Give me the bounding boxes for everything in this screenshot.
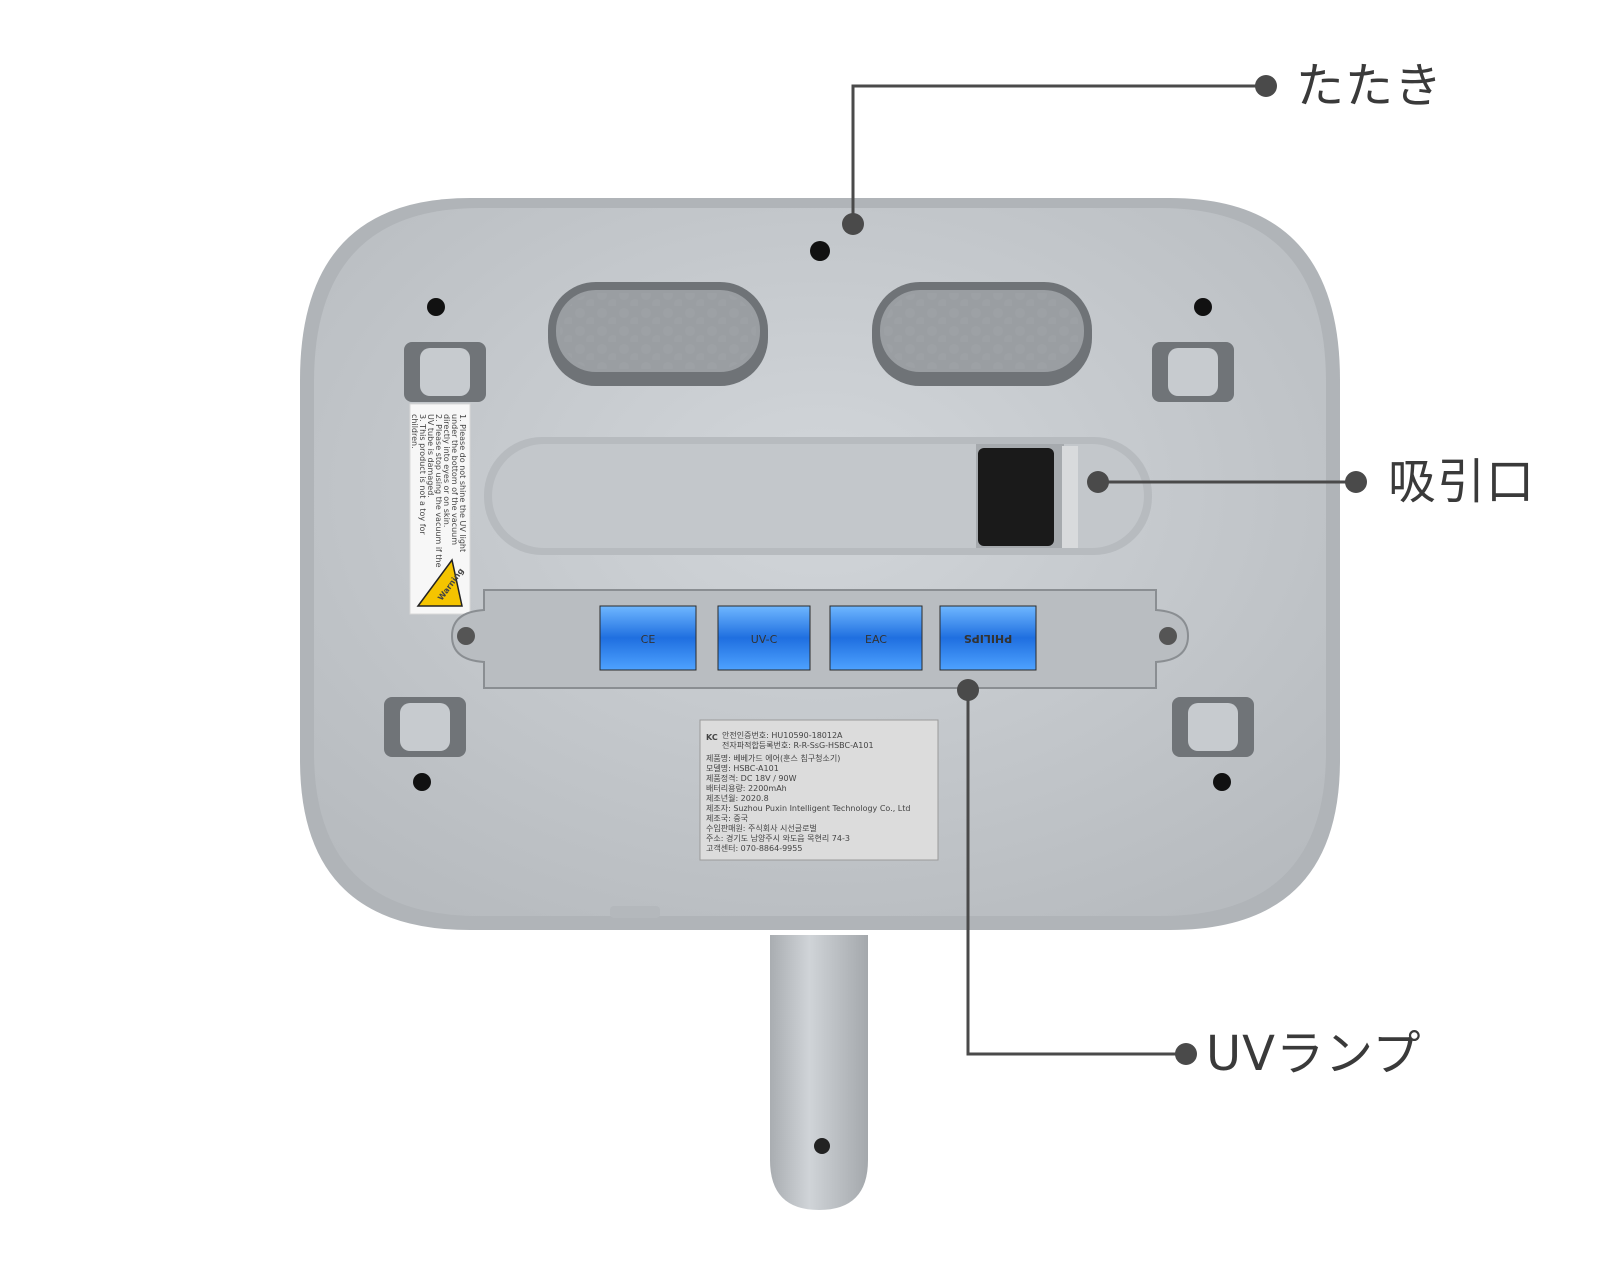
- warning-line: 1. Please do not shine the UV light: [458, 414, 467, 552]
- plate-line: 고객센터: 070-8864-9955: [706, 843, 802, 853]
- screw-hole-icon: [413, 773, 431, 791]
- dot-icon: [1255, 75, 1277, 97]
- plate-line: 제조자: Suzhou Puxin Intelligent Technology…: [706, 804, 910, 813]
- plate-line: 배터리용량: 2200mAh: [706, 783, 787, 793]
- plate-line: 제품정격: DC 18V / 90W: [706, 773, 797, 783]
- kc-logo-icon: KC: [706, 733, 718, 742]
- tapping-pad-right: [884, 293, 1080, 369]
- uv-window-text: EAC: [865, 633, 887, 646]
- screw-hole-icon: [1194, 298, 1212, 316]
- screw-hole-icon: [427, 298, 445, 316]
- callout-dots: [842, 75, 1367, 1065]
- screw-hole-icon: [814, 1138, 830, 1154]
- warning-triangle-icon: [416, 558, 463, 607]
- handle: [770, 935, 868, 1210]
- rating-plate: KC 안전인증번호: HU10590-18012A 전자파적합등록번호: R-R…: [699, 719, 939, 861]
- screw-icon: [457, 627, 475, 645]
- tataki-hole-icon: [810, 241, 830, 261]
- leader-line-tataki: [851, 84, 1266, 224]
- plate-line: 제품명: 베베가드 에어(훈스 침구청소기): [706, 753, 840, 763]
- uv-window: CE: [599, 605, 697, 671]
- uv-window-text: PHILIPS: [964, 632, 1013, 645]
- warning-line: children.: [410, 414, 419, 449]
- warning-line: directly into eyes or on skin.: [442, 414, 451, 527]
- dot-icon: [1345, 471, 1367, 493]
- screw-hole-icon: [1213, 773, 1231, 791]
- warning-line: UV tube is damaged.: [426, 414, 435, 498]
- warning-line: under the bottom of the vacuum: [450, 414, 459, 545]
- plate-line: 모델명: HSBC-A101: [706, 763, 779, 773]
- warning-line: 2. Please stop using the vacuum if the: [434, 414, 443, 568]
- plate-line: 전자파적합등록번호: R-R-SsG-HSBC-A101: [722, 740, 874, 750]
- uv-window-text: CE: [641, 633, 656, 646]
- plate-line: 제조국: 중국: [706, 814, 748, 823]
- warning-sticker: 1. Please do not shine the UV light unde…: [409, 403, 471, 615]
- wheel-top-left: [404, 342, 486, 402]
- dot-icon: [1087, 471, 1109, 493]
- wheel-bottom-left: [384, 697, 466, 757]
- leader-line-uv: [966, 690, 1186, 1056]
- warning-line: 3. This product is not a toy for: [418, 414, 427, 535]
- uv-lamp-cover: CE UV-C EAC PHILIPS: [450, 589, 1190, 689]
- callout-tataki-label: たたき: [1296, 58, 1444, 114]
- device-body: [300, 198, 1340, 930]
- tapping-pad-left: [560, 293, 756, 369]
- body-holes: [413, 241, 1231, 791]
- uv-window: EAC: [829, 605, 923, 671]
- dot-icon: [1175, 1043, 1197, 1065]
- plate-line: 주소: 경기도 남양주시 와도읍 목현리 74-3: [706, 833, 850, 843]
- callout-lines: [851, 84, 1356, 1056]
- screw-icon: [1159, 627, 1177, 645]
- wheels: [384, 342, 1254, 757]
- dot-icon: [842, 213, 864, 235]
- callout-suction-label: 吸引口: [1388, 454, 1536, 510]
- plate-line: 수입판매원: 주식회사 시선글로벌: [706, 823, 817, 833]
- wheel-top-right: [1152, 342, 1234, 402]
- uv-window: PHILIPS: [939, 605, 1037, 671]
- suction-port: [484, 437, 1152, 555]
- uv-window: UV-C: [717, 605, 811, 671]
- uv-window-text: UV-C: [751, 633, 778, 646]
- plate-line: 안전인증번호: HU10590-18012A: [722, 730, 843, 740]
- tapping-pads: [548, 282, 1092, 386]
- dot-icon: [957, 679, 979, 701]
- wheel-bottom-right: [1172, 697, 1254, 757]
- callout-uv-label: UVランプ: [1206, 1026, 1422, 1082]
- plate-line: 제조년월: 2020.8: [706, 793, 769, 803]
